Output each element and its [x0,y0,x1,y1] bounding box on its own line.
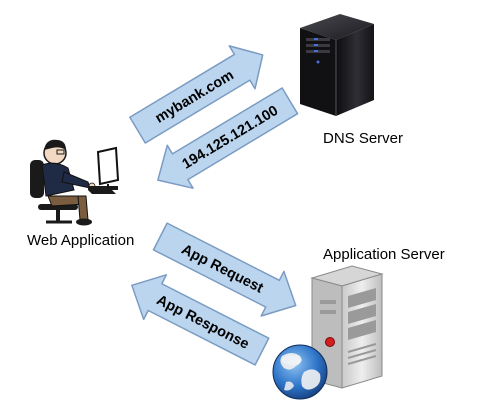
grey-server-with-globe-icon [310,265,384,389]
globe-icon [272,344,328,400]
application-server-label: Application Server [323,246,445,263]
web-application-label: Web Application [27,232,135,249]
dark-server-tower-icon [300,14,374,116]
dns-server-label: DNS Server [323,130,404,147]
person-at-computer-icon [30,139,120,226]
